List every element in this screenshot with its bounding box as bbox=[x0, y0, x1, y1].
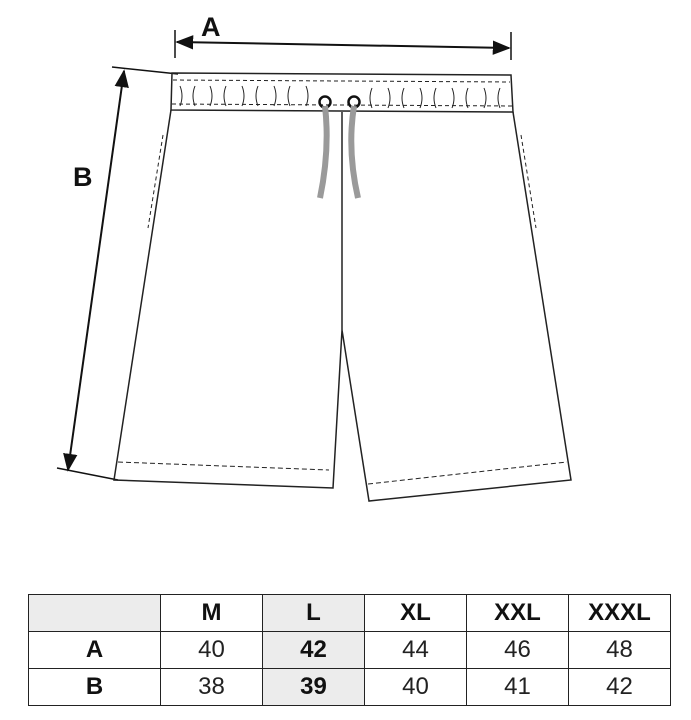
drawstring-icon bbox=[317, 95, 361, 199]
cell-a-xxl: 46 bbox=[466, 631, 569, 669]
table-row-a: A 40 42 44 46 48 bbox=[28, 631, 671, 669]
cell-a-m: 40 bbox=[160, 631, 263, 669]
cell-a-xxxl: 48 bbox=[568, 631, 671, 669]
dimension-arrow-b-icon bbox=[56, 66, 179, 481]
dimension-arrow-a-icon bbox=[174, 30, 512, 60]
size-header-xl: XL bbox=[364, 594, 467, 632]
dimension-label-a: A bbox=[201, 12, 221, 42]
table-corner-cell bbox=[28, 594, 161, 632]
shorts-size-diagram bbox=[56, 30, 572, 502]
cell-a-xl: 44 bbox=[364, 631, 467, 669]
shorts-outline-icon bbox=[113, 72, 572, 502]
size-header-m: M bbox=[160, 594, 263, 632]
size-header-row: M L XL XXL XXXL bbox=[28, 594, 671, 632]
dimension-label-b: B bbox=[73, 162, 93, 192]
cell-a-l: 42 bbox=[262, 631, 365, 669]
size-table: M L XL XXL XXXL A 40 42 44 46 48 B 38 39… bbox=[28, 594, 671, 706]
cell-b-xl: 40 bbox=[364, 668, 467, 706]
row-label-b: B bbox=[28, 668, 161, 706]
cell-b-l: 39 bbox=[262, 668, 365, 706]
table-row-b: B 38 39 40 41 42 bbox=[28, 668, 671, 706]
size-header-xxxl: XXXL bbox=[568, 594, 671, 632]
size-header-xxl: XXL bbox=[466, 594, 569, 632]
cell-b-m: 38 bbox=[160, 668, 263, 706]
cell-b-xxl: 41 bbox=[466, 668, 569, 706]
row-label-a: A bbox=[28, 631, 161, 669]
cell-b-xxxl: 42 bbox=[568, 668, 671, 706]
size-header-l: L bbox=[262, 594, 365, 632]
